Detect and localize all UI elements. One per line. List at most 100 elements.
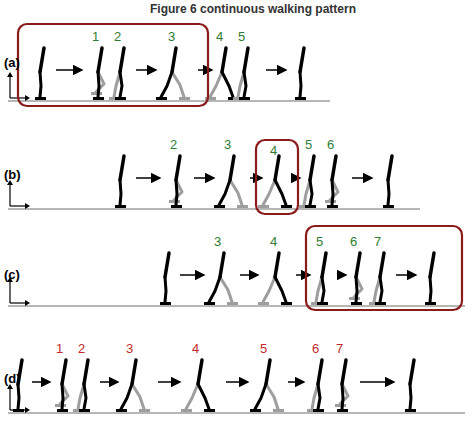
biped-figure <box>181 360 215 412</box>
callout-number: 7 <box>374 235 381 248</box>
callout-number: 2 <box>78 342 85 355</box>
ground-line <box>8 208 420 210</box>
limb <box>300 72 301 97</box>
sequence-arrow <box>352 177 372 179</box>
limb <box>165 253 169 277</box>
limb <box>172 72 184 97</box>
limb <box>176 156 180 180</box>
limb <box>84 360 88 384</box>
limb <box>40 72 41 97</box>
sequence-arrow <box>100 381 118 383</box>
foot <box>115 97 126 100</box>
sequence-arrow <box>226 381 248 383</box>
sequence-arrow <box>194 177 214 179</box>
limb <box>263 180 275 205</box>
foot <box>79 409 90 412</box>
callout-number: 4 <box>192 342 199 355</box>
biped-figure <box>335 360 348 412</box>
foot <box>405 409 416 412</box>
biped-figure <box>116 360 150 412</box>
limb <box>388 180 389 205</box>
foot <box>169 200 180 203</box>
sequence-arrow <box>266 69 286 71</box>
sequence-arrow <box>56 69 82 71</box>
foot <box>239 97 250 100</box>
foot <box>91 92 102 95</box>
foot <box>227 302 238 305</box>
ground-line <box>8 412 465 414</box>
limb <box>98 48 102 72</box>
limb <box>380 253 384 277</box>
foot <box>337 409 348 412</box>
biped-figure <box>349 253 362 305</box>
limb <box>210 72 222 97</box>
limb <box>332 156 336 180</box>
biped-figure <box>307 360 324 412</box>
biped-figure <box>425 253 436 305</box>
limb <box>161 72 172 97</box>
limb <box>244 48 248 72</box>
limb <box>342 360 346 384</box>
limb <box>98 72 99 97</box>
foot <box>237 205 248 208</box>
biped-figure <box>55 360 68 412</box>
callout-number: 3 <box>214 235 221 248</box>
biped-figure <box>115 156 126 208</box>
row-label: (c) <box>4 268 20 281</box>
limb <box>275 277 286 302</box>
foot <box>327 205 338 208</box>
biped-figure <box>299 156 316 208</box>
foot <box>383 205 394 208</box>
foot <box>250 409 261 412</box>
biped-figure <box>160 253 171 305</box>
callout-number: 4 <box>270 235 277 248</box>
biped-figure <box>91 48 104 100</box>
foot <box>375 302 386 305</box>
limb <box>356 277 357 302</box>
axis <box>9 279 10 303</box>
foot <box>313 409 324 412</box>
row-label: (b) <box>4 168 21 181</box>
figure-title: Figure 6 continuous walking pattern <box>150 3 356 15</box>
limb <box>310 180 312 205</box>
biped-figure <box>35 48 46 100</box>
limb <box>172 48 176 72</box>
highlight-frame <box>306 226 462 310</box>
foot <box>160 302 171 305</box>
axis-head <box>25 407 30 413</box>
foot <box>273 409 284 412</box>
biped-figure <box>405 360 416 412</box>
biped-figure <box>295 48 306 100</box>
callout-number: 4 <box>270 144 277 157</box>
limb <box>18 384 19 409</box>
limb <box>388 156 392 180</box>
sequence-arrow <box>32 381 50 383</box>
foot <box>425 302 436 305</box>
limb <box>318 384 320 409</box>
foot <box>295 97 306 100</box>
biped-figure <box>383 156 394 208</box>
callout-number: 5 <box>305 138 312 151</box>
limb <box>430 277 431 302</box>
limb <box>275 180 286 205</box>
highlight-frame <box>18 24 208 106</box>
ground-line <box>8 100 330 102</box>
sequence-arrow <box>296 274 310 276</box>
row-label: (a) <box>4 56 20 69</box>
sequence-arrow <box>338 274 346 276</box>
foot <box>214 205 225 208</box>
foot <box>139 409 150 412</box>
foot <box>335 404 346 407</box>
limb <box>198 384 209 409</box>
foot <box>204 302 215 305</box>
limb <box>220 253 224 277</box>
foot <box>179 97 190 100</box>
callout-number: 7 <box>336 342 343 355</box>
sequence-arrow <box>158 381 180 383</box>
callout-number: 6 <box>350 235 357 248</box>
limb <box>410 360 414 384</box>
axis <box>9 386 10 410</box>
limb <box>275 156 279 180</box>
biped-figure <box>258 156 292 208</box>
sequence-arrow <box>396 274 416 276</box>
